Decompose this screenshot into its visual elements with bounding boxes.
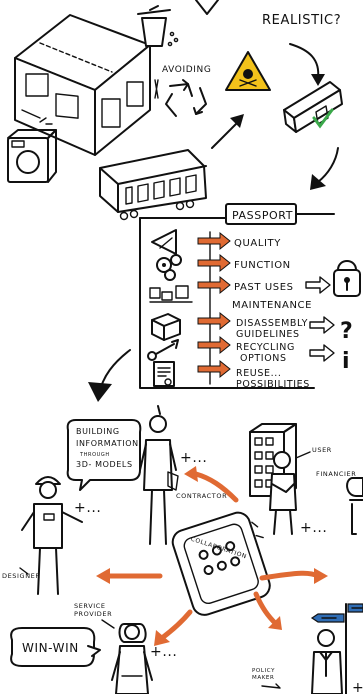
plus-dots-service: +... [150, 644, 177, 660]
policy-pointer-line [261, 683, 281, 689]
bim-line-1: BUILDING [76, 427, 120, 436]
partial-triangle [195, 0, 219, 15]
passport-item-function: FUNCTION [234, 260, 291, 271]
passport-item-quality: QUALITY [234, 238, 281, 249]
service-provider-label-2: PROVIDER [74, 610, 112, 618]
service-provider-label-1: SERVICE [74, 602, 106, 610]
house-icon [14, 14, 159, 156]
policy-maker-label-1: POLICY [252, 668, 275, 674]
designer-label: DESIGNER [2, 572, 40, 580]
passport-item-maintenance: MAINTENANCE [232, 300, 312, 311]
question-mark-icon: ? [340, 319, 353, 344]
padlock-icon [333, 260, 361, 297]
assembly-icon [149, 285, 193, 303]
avoiding-label: AVOIDING [162, 65, 211, 75]
passport-item-options: OPTIONS [240, 353, 287, 364]
financier-figure [346, 477, 363, 535]
bim-line-3: THROUGH [79, 452, 110, 458]
passport-title: PASSPORT [232, 209, 293, 222]
steel-beam-icon [283, 81, 343, 133]
designer-figure [21, 476, 83, 595]
wrench-icon [147, 339, 179, 361]
plus-dots-user: +... [300, 520, 327, 536]
train-wagon-icon [99, 149, 207, 221]
street-sign-icon [310, 603, 363, 694]
outline-arrow-recycling [309, 344, 335, 362]
green-check-icon [312, 108, 334, 129]
passport-item-past-uses: PAST USES [234, 282, 294, 293]
outline-arrow-disassembly [309, 316, 335, 334]
contractor-label: CONTRACTOR [176, 492, 227, 500]
orange-arrows [197, 231, 231, 379]
passport-item-reuse: REUSE... [236, 368, 281, 379]
passport-item-disassembly: DISASSEMBLY [236, 318, 308, 329]
info-icon: i [342, 349, 350, 374]
bim-line-2: INFORMATION [76, 439, 139, 448]
win-win-label: WIN-WIN [22, 641, 79, 655]
warning-hazard-icon [225, 51, 271, 91]
orange-collab-arrows [96, 466, 328, 646]
bim-line-4: 3D- MODELS [76, 460, 133, 469]
service-provider-figure [111, 623, 153, 694]
arrow-up-right [211, 121, 239, 149]
passport-panel: PASSPORT [139, 203, 335, 389]
gears-icon [156, 254, 182, 281]
box-icon [151, 313, 181, 341]
user-label: USER [312, 446, 332, 454]
user-pointer-line [295, 451, 311, 459]
outline-arrow-past-uses [305, 276, 331, 294]
policy-maker-label-2: MAKER [252, 675, 274, 681]
passport-item-guidelines: GUIDELINES [236, 329, 300, 340]
document-icon [153, 361, 175, 387]
user-figure [269, 451, 297, 535]
recycle-icon [165, 79, 207, 117]
plus-dots-policy: + [352, 680, 363, 694]
realistic-label: REALISTIC? [262, 13, 341, 28]
designer-pointer-line [19, 567, 29, 575]
service-pointer-line [101, 619, 115, 629]
bim-speech-bubble [66, 419, 142, 491]
financier-label: FINANCIER [316, 470, 356, 478]
washing-machine-icon [7, 117, 57, 183]
win-win-speech-bubble [10, 627, 101, 667]
trash-bin-icon [137, 5, 179, 47]
plus-dots-designer: +... [74, 500, 101, 516]
arrow-down-right [289, 43, 320, 79]
collaboration-phone-icon: COLLABORATION [171, 511, 271, 616]
passport-item-possibilities: POSSIBILITIES [236, 379, 310, 390]
recycle-panel-icon [151, 229, 177, 255]
plus-dots-contractor: +... [180, 450, 207, 466]
contractor-figure [139, 405, 179, 545]
policy-maker-figure [311, 629, 343, 694]
arrow-down-left [317, 147, 339, 183]
passport-item-recycling: RECYCLING [236, 342, 295, 353]
